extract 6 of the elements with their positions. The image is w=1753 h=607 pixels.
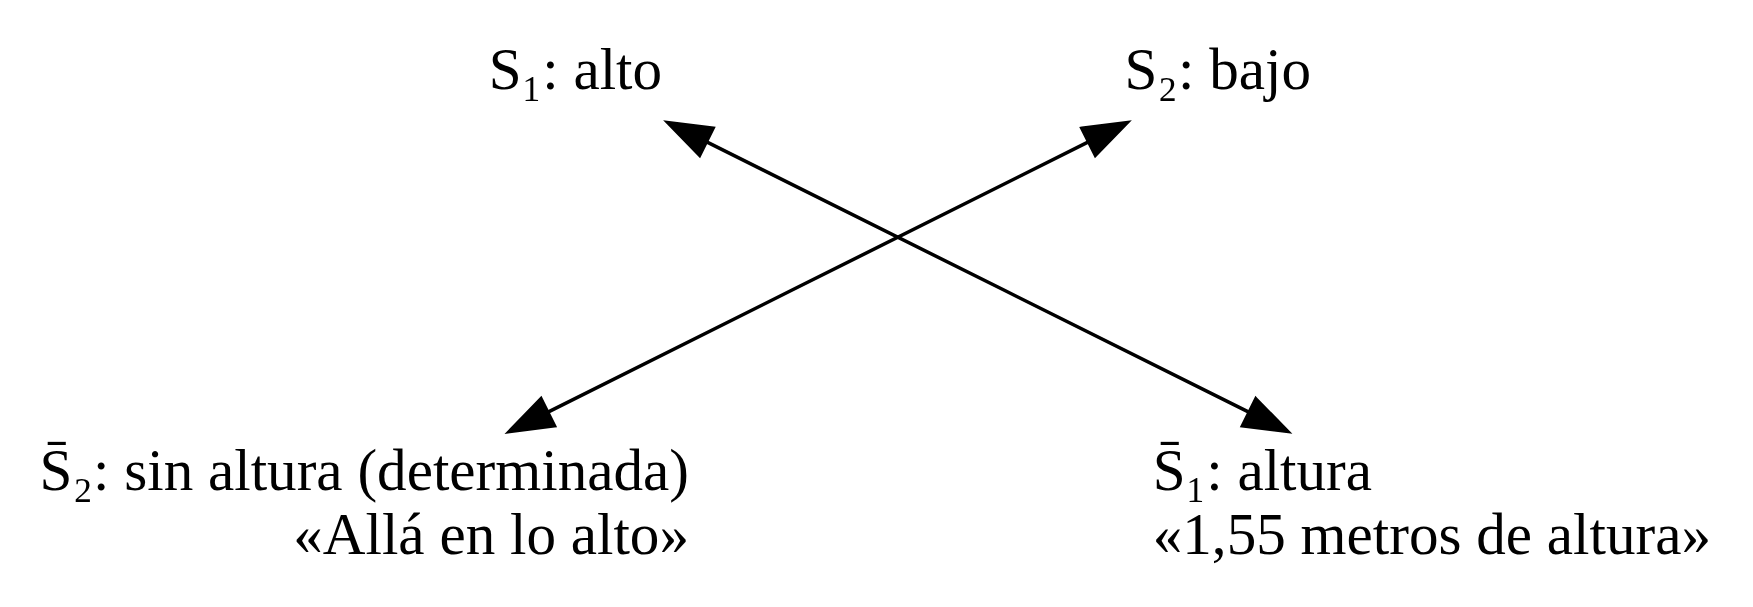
node-text: S̄₂: sin altura (determinada) «Allá en lo alto» (39, 436, 689, 567)
node-text: S₂: bajo (1124, 35, 1311, 102)
node-text: S₁: alto (488, 35, 663, 102)
node-text: S̄₁: altura «1,55 metros de altura» (1152, 436, 1711, 567)
arrow (663, 119, 1293, 434)
arrow (504, 119, 1132, 434)
